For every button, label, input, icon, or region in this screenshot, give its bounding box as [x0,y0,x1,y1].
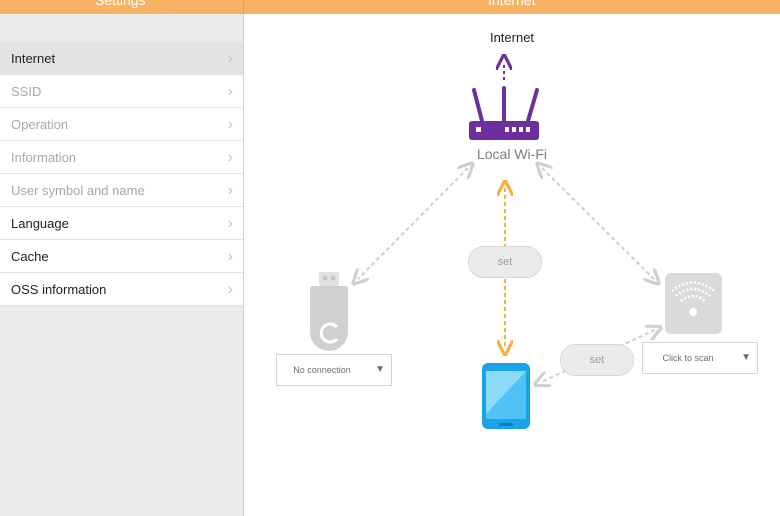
page-title: Internet [489,30,535,45]
sidebar-item-label: Language [11,216,69,231]
chevron-right-icon: › [227,182,233,199]
internet-panel: Internet Local Wi-Fi set set No connecti… [244,14,780,516]
dropdown-value: No connection [293,365,351,375]
set-button-right[interactable]: set [560,344,634,376]
settings-sidebar: Internet › SSID › Operation › Informatio… [0,14,244,516]
settings-menu: Internet › SSID › Operation › Informatio… [0,42,243,306]
sidebar-item-label: Internet [11,51,56,66]
wifi-scanner-icon [665,273,722,334]
dropdown-value: Click to scan [662,353,714,363]
chevron-right-icon: › [227,215,233,232]
sidebar-item-label: Information [11,150,77,165]
sidebar-item-label: User symbol and name [11,183,145,198]
router-label: Local Wi-Fi [476,146,547,162]
settings-header-title: Settings [95,0,146,8]
header-divider [243,0,244,14]
chevron-right-icon: › [227,281,233,298]
chevron-right-icon: › [227,248,233,265]
sidebar-item-operation[interactable]: Operation › [0,108,243,141]
chevron-right-icon: › [227,83,233,100]
scan-dropdown[interactable]: Click to scan ▼ [642,342,758,374]
set-button-center[interactable]: set [468,246,542,278]
connection-diagram [310,14,722,429]
sidebar-item-language[interactable]: Language › [0,207,243,240]
sidebar-item-information[interactable]: Information › [0,141,243,174]
router-icon [469,86,539,140]
header-bar: Settings Internet [0,0,780,14]
dongle-connection-dropdown[interactable]: No connection ▼ [276,354,392,386]
sidebar-item-label: SSID [11,84,42,99]
internet-header-title: Internet [488,0,536,8]
sidebar-item-ssid[interactable]: SSID › [0,75,243,108]
dropdown-arrow-icon: ▼ [741,352,751,363]
dropdown-arrow-icon: ▼ [375,364,385,375]
chevron-right-icon: › [227,116,233,133]
chevron-right-icon: › [227,50,233,67]
sidebar-item-label: Operation [11,117,69,132]
sidebar-item-internet[interactable]: Internet › [0,42,243,75]
smartphone-icon [482,363,530,429]
sidebar-item-user-symbol[interactable]: User symbol and name › [0,174,243,207]
sidebar-item-label: OSS information [11,282,107,297]
chevron-right-icon: › [227,149,233,166]
sidebar-item-oss-information[interactable]: OSS information › [0,273,243,306]
sidebar-item-cache[interactable]: Cache › [0,240,243,273]
usb-dongle-icon [310,272,348,351]
sidebar-item-label: Cache [11,249,49,264]
